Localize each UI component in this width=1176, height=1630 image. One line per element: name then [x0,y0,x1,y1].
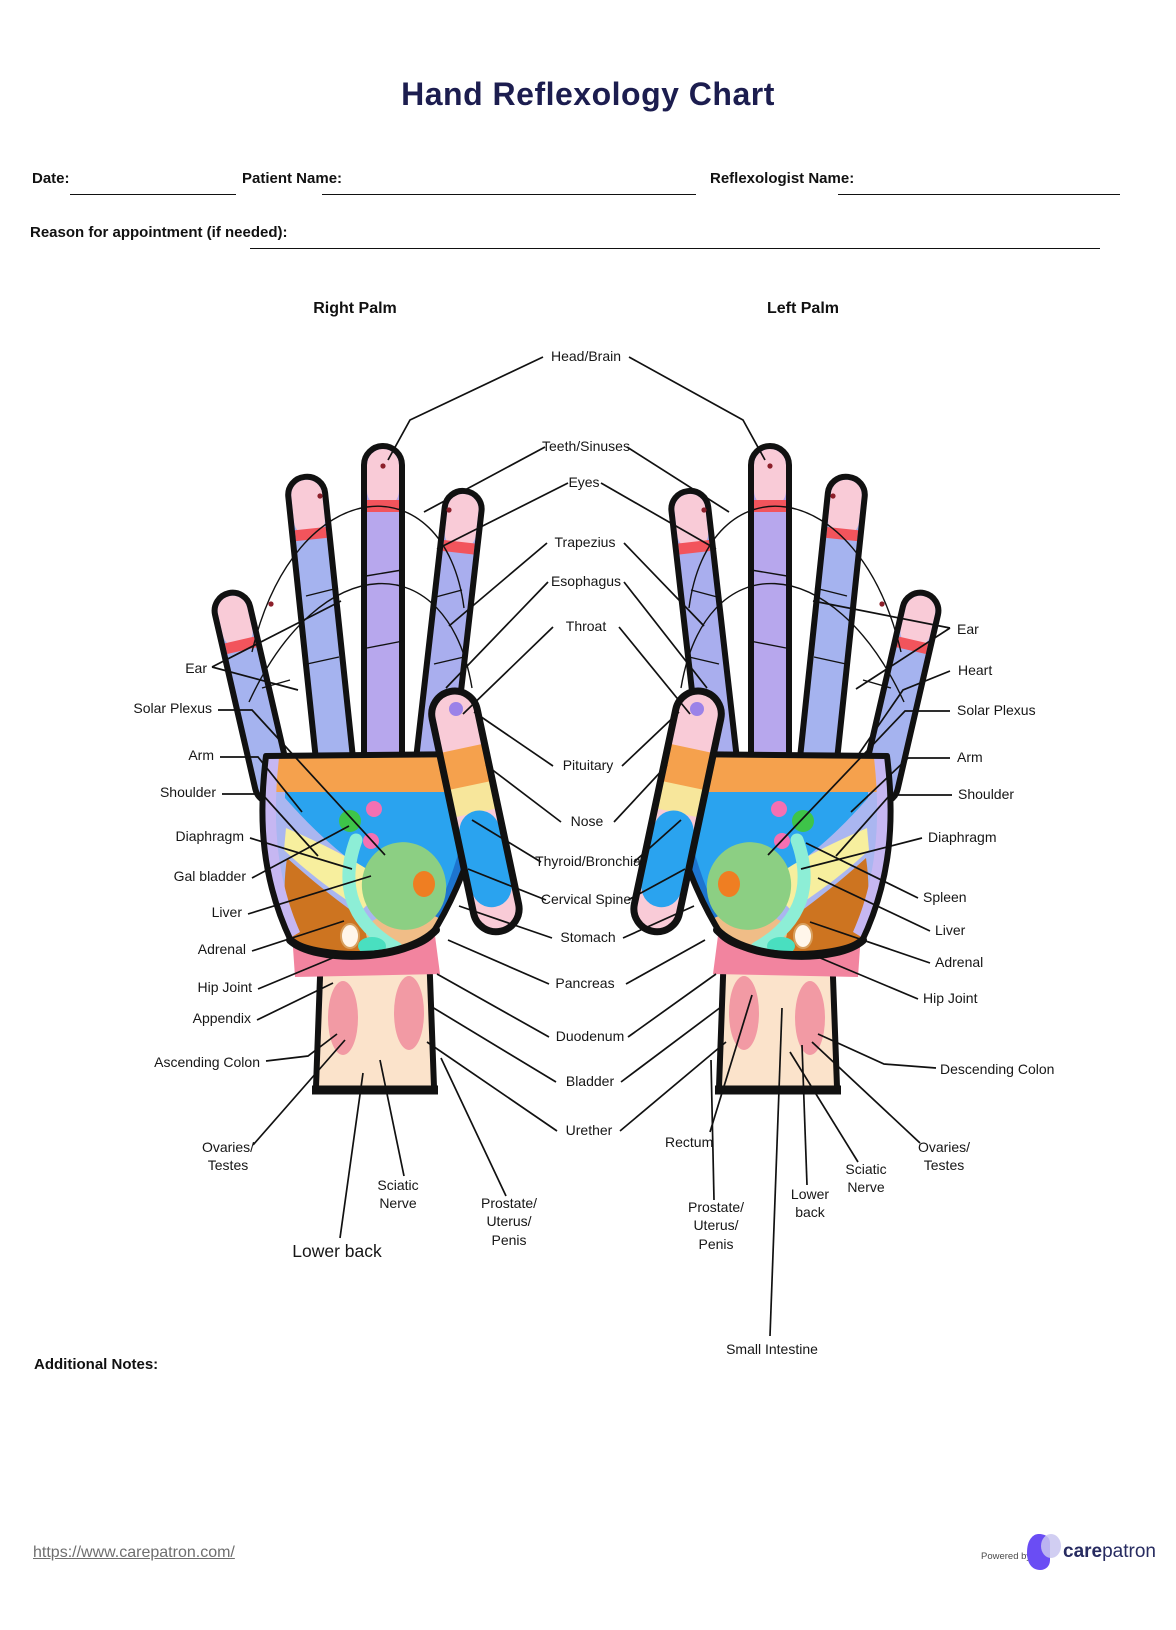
zone-label-eyes: Eyes [568,474,600,490]
left-palm-heading: Left Palm [766,300,839,317]
zone-label-nose: Nose [570,813,604,829]
zone-label-ear-right: Ear [185,660,207,676]
zone-label-urether: Urether [565,1122,613,1138]
zone-label-liver-left: Liver [935,922,966,938]
zone-label-hip-joint-right: Hip Joint [197,979,252,995]
patient-name-input-line[interactable] [322,176,696,195]
zone-label-lower-back-right: Lower back [292,1241,382,1261]
zone-label-shoulder-right: Shoulder [159,784,216,800]
zone-label-arm-right: Arm [188,747,214,763]
zone-label-solar-plexus-left: Solar Plexus [957,702,1036,718]
reflexologist-name-input-line[interactable] [838,176,1120,195]
zone-label-prostate-uterus-penis-left: Prostate/ Uterus/ Penis [687,1199,745,1252]
reason-input-line[interactable] [250,230,1100,249]
zone-label-sciatic-nerve-right: Sciatic Nerve [377,1177,419,1212]
zone-label-thyroid-bronchia: Thyroid/Bronchia [535,853,641,869]
right-hand-illustration [211,446,523,1090]
brand-care: care [1063,1541,1103,1562]
date-input-line[interactable] [70,176,236,195]
zone-label-trapezius: Trapezius [554,534,616,550]
zone-label-liver-right: Liver [211,904,242,920]
carepatron-url-link[interactable]: https://www.carepatron.com/ [33,1544,235,1561]
zone-label-ovaries-testes-left: Ovaries/ Testes [917,1139,971,1174]
zone-label-gal-bladder-right: Gal bladder [173,868,246,884]
brand-patron: patron [1102,1541,1156,1562]
zone-label-bladder: Bladder [565,1073,615,1089]
zone-label-rectum-left: Rectum [665,1134,714,1150]
powered-by-label: Powered by [981,1551,1032,1562]
zone-label-heart-left: Heart [958,662,993,678]
zone-label-arm-left: Arm [957,749,983,765]
left-hand-illustration [630,446,942,1090]
zone-label-hip-joint-left: Hip Joint [923,990,978,1006]
zone-label-spleen-left: Spleen [923,889,967,905]
zone-label-ear-left: Ear [957,621,979,637]
zone-label-teeth-sinuses: Teeth/Sinuses [542,438,630,454]
zone-label-prostate-uterus-penis-right: Prostate/ Uterus/ Penis [480,1195,538,1248]
zone-label-stomach: Stomach [560,929,616,945]
leader-lines [211,356,952,1337]
reason-label: Reason for appointment (if needed): [30,224,288,241]
zone-label-pituitary: Pituitary [562,757,614,773]
zone-label-adrenal-left: Adrenal [935,954,984,970]
zone-label-duodenum: Duodenum [555,1028,625,1044]
zone-label-sciatic-nerve-left: Sciatic Nerve [845,1161,887,1196]
carepatron-logo-icon [1027,1534,1061,1570]
zone-label-shoulder-left: Shoulder [958,786,1015,802]
date-label: Date: [32,170,70,187]
zone-label-cervical-spine: Cervical Spine [540,891,632,907]
zone-label-ascending-colon-right: Ascending Colon [154,1054,260,1070]
zone-label-pancreas: Pancreas [555,975,615,991]
additional-notes-label: Additional Notes: [34,1356,159,1373]
zone-label-descending-colon-left: Descending Colon [940,1061,1055,1077]
zone-label-diaphragm-left: Diaphragm [928,829,997,845]
zone-label-head-brain: Head/Brain [550,348,622,364]
reflexologist-name-label: Reflexologist Name: [710,170,855,187]
zone-label-adrenal-right: Adrenal [197,941,246,957]
zone-label-lower-back-left: Lower back [790,1186,830,1221]
zone-label-ovaries-testes-right: Ovaries/ Testes [201,1139,255,1174]
zone-label-diaphragm-right: Diaphragm [175,828,244,844]
carepatron-wordmark: carepatron [1063,1541,1156,1563]
page-title: Hand Reflexology Chart [401,76,775,112]
zone-label-appendix-right: Appendix [192,1010,251,1026]
zone-label-throat: Throat [565,618,607,634]
patient-name-label: Patient Name: [242,170,343,187]
zone-label-small-intestine: Small Intestine [726,1341,818,1357]
right-palm-heading: Right Palm [313,300,397,317]
zone-label-esophagus: Esophagus [550,573,622,589]
zone-label-solar-plexus-right: Solar Plexus [133,700,212,716]
